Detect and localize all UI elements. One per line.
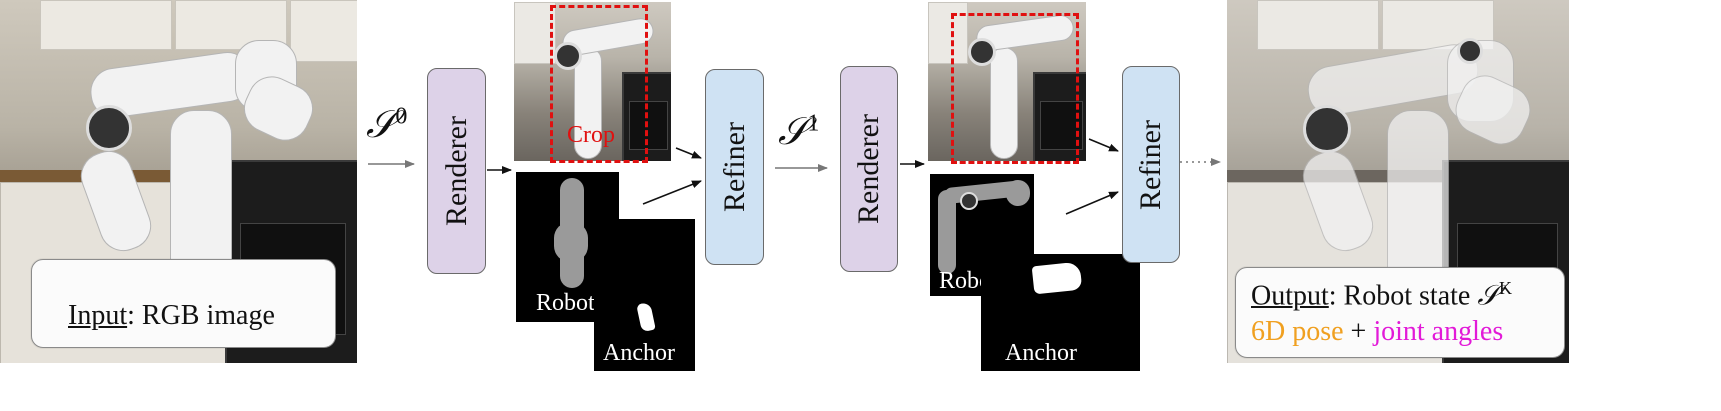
renderer-block-1: Renderer: [427, 68, 486, 274]
anchor-mask-2-label: Anchor: [1005, 340, 1077, 366]
output-pose-text: 6D pose: [1251, 316, 1344, 347]
input-caption: Input: RGB image: [68, 300, 275, 332]
crop-label-1: Crop: [567, 122, 615, 148]
state-s0-label: 𝒮0: [366, 103, 408, 146]
arrow-masks2-to-refiner2: [1065, 191, 1119, 215]
refiner-block-1: Refiner: [705, 69, 764, 265]
output-caption-text: : Robot state: [1328, 280, 1478, 312]
anchor-mask-1: Anchor: [594, 219, 695, 371]
renderer-block-2: Renderer: [840, 66, 898, 272]
anchor-mask-1-label: Anchor: [603, 340, 675, 366]
arrow-crop1-to-refiner1: [675, 147, 702, 159]
crop-rect-1: [550, 5, 648, 163]
anchor-mask-2: Anchor: [981, 254, 1140, 371]
output-plus-text: +: [1343, 316, 1374, 347]
arrow-masks1-to-refiner1: [642, 180, 702, 205]
input-caption-text: : RGB image: [127, 300, 275, 331]
output-caption-line-1: Output: Robot state 𝒮K: [1251, 278, 1512, 312]
input-caption-label: Input: [68, 300, 128, 331]
crop-rect-2: [951, 13, 1079, 164]
output-caption-line-2: 6D pose + joint angles: [1251, 316, 1503, 348]
state-s1-label: 𝒮1: [778, 110, 820, 153]
input-caption-box: [31, 259, 336, 348]
robot-mask-1-label: Robot: [536, 290, 595, 316]
output-state-sup: K: [1499, 278, 1513, 298]
refiner-block-2: Refiner: [1122, 66, 1180, 263]
output-joints-text: joint angles: [1373, 316, 1504, 347]
arrow-crop2-to-refiner2: [1088, 138, 1119, 152]
output-caption-label: Output: [1251, 280, 1329, 312]
output-state-symbol: 𝒮: [1477, 280, 1500, 312]
output-caption-box: [1235, 267, 1565, 358]
